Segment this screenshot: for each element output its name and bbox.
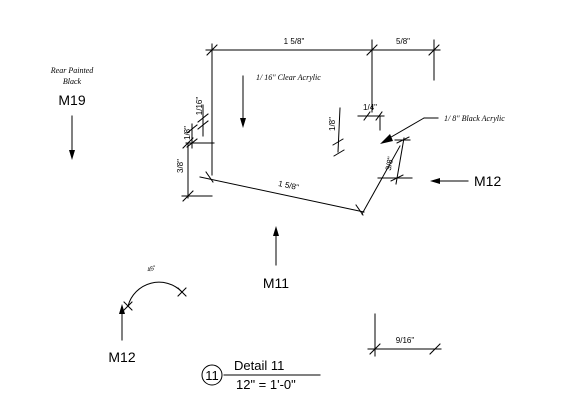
tick-mark <box>177 287 187 297</box>
marker-m11-label: M11 <box>263 275 289 291</box>
top-dimension: 1 5/8" 5/8" <box>205 37 441 176</box>
tick-mark <box>363 111 371 121</box>
detail-title-block: 11 Detail 11 12" = 1'-0" <box>201 358 321 392</box>
tick-mark <box>366 44 378 56</box>
arrow-up-icon <box>119 304 125 314</box>
detail-title: Detail 11 <box>234 358 284 373</box>
extension-line <box>361 145 401 215</box>
tick-mark <box>369 343 381 355</box>
view-marker-m11: M11 <box>263 226 289 291</box>
dim-bottom-slope: 1 5/8" <box>277 179 299 192</box>
dimension-line <box>337 107 341 153</box>
dim-left-eighth: 1/8" <box>183 126 192 140</box>
tick-mark <box>429 343 441 355</box>
tick-mark <box>396 136 410 144</box>
right-dimensions: 1/4" 1/8" 3/8" <box>328 103 413 185</box>
dim-right-three-eighths: 3/8" <box>384 156 395 171</box>
tick-mark <box>197 113 209 123</box>
dim-right-eighth: 1/8" <box>328 117 337 131</box>
arrow-left-icon <box>380 134 393 144</box>
detail-scale: 12" = 1'-0" <box>236 377 296 392</box>
tick-mark <box>332 138 344 146</box>
dimension-line <box>395 137 405 185</box>
tick-mark <box>205 171 214 183</box>
dim-left-sixteenth: 1/16" <box>195 97 204 116</box>
arc-line <box>127 281 183 307</box>
note-rear-painted: Rear Painted <box>50 66 94 75</box>
tick-mark <box>206 44 218 56</box>
marker-m12-right-label: M12 <box>474 173 501 189</box>
note-black-acrylic: 1/ 8" Black Acrylic <box>444 114 505 123</box>
dim-top-width: 1 5/8" <box>284 37 305 46</box>
tick-mark <box>123 301 133 311</box>
left-dimensions: 1/16" 1/8" 3/8" <box>176 97 215 202</box>
detail-number: 11 <box>205 368 219 383</box>
arrow-down-icon <box>240 118 246 128</box>
black-acrylic-callout: 1/ 8" Black Acrylic <box>380 114 505 144</box>
dim-top-right: 5/8" <box>396 37 410 46</box>
view-marker-m19: Rear Painted Black M19 <box>50 66 94 160</box>
slope-dimension: 1 5/8" <box>199 145 401 216</box>
dimension-line-slope <box>199 176 365 213</box>
tick-mark <box>333 149 345 157</box>
tick-mark <box>182 137 194 149</box>
tick-mark <box>186 124 198 134</box>
tick-mark <box>375 111 383 121</box>
tick-mark <box>182 190 194 202</box>
tick-mark <box>390 174 404 182</box>
arrow-down-icon <box>69 150 75 160</box>
clear-acrylic-callout: 1/ 16" Clear Acrylic <box>240 73 321 128</box>
dim-lower-right: 9/16" <box>396 336 415 345</box>
note-clear-acrylic: 1/ 16" Clear Acrylic <box>256 73 321 82</box>
detail-number-circle <box>201 364 223 386</box>
leader-line <box>385 117 425 141</box>
arrow-left-icon <box>430 178 440 184</box>
dim-left-three-eighths: 3/8" <box>176 159 185 173</box>
tick-mark <box>197 120 209 130</box>
lower-right-dimension: 9/16" <box>367 313 442 357</box>
dim-right-quarter: 1/4" <box>363 103 377 112</box>
arrow-up-icon <box>273 226 279 236</box>
note-rear-painted-black: Black <box>63 77 82 86</box>
arc-angle-label: 45° <box>147 265 158 274</box>
radius-detail: 45° M12 <box>108 265 187 365</box>
marker-m12-left-label: M12 <box>108 349 135 365</box>
marker-m19-label: M19 <box>58 92 85 108</box>
tick-mark <box>428 44 440 56</box>
view-marker-m12-right: M12 <box>430 173 501 189</box>
